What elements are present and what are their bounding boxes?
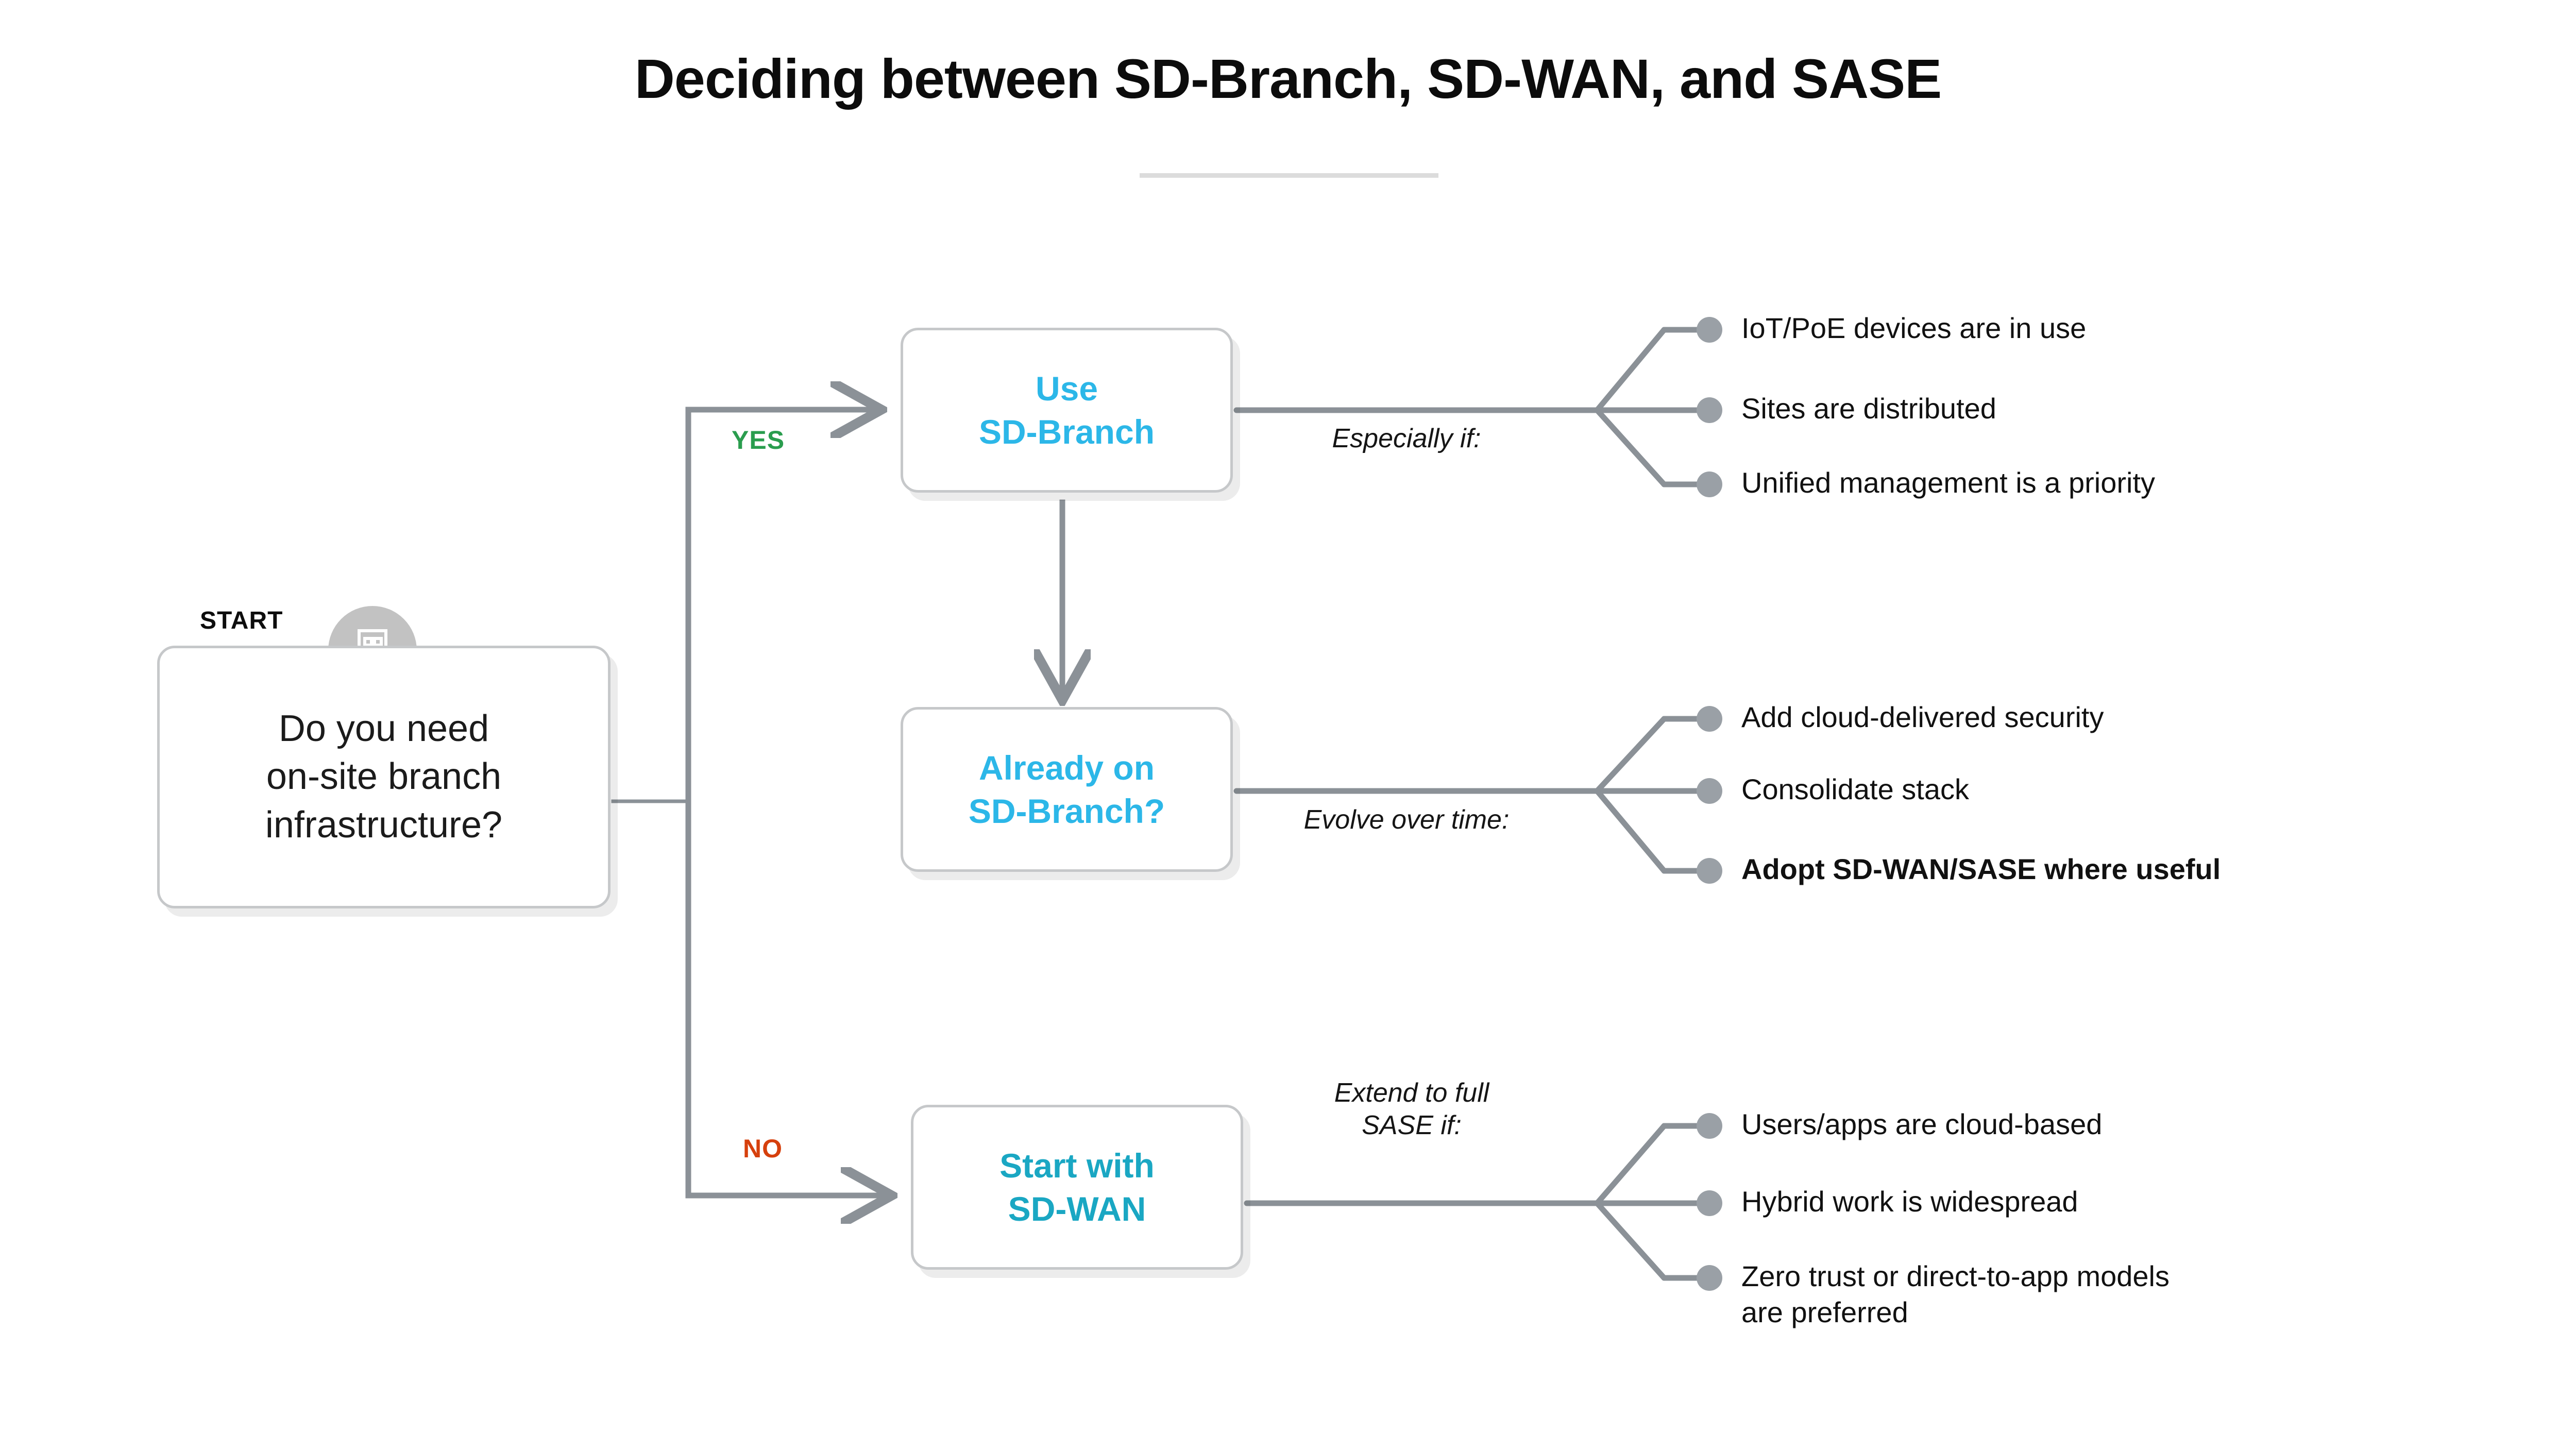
bullet-item: Zero trust or direct-to-app models are p… [1741, 1260, 2170, 1328]
edge-label-yes: YES [732, 426, 785, 454]
branch-label-extend-to-full-sase: Extend to full SASE if: [1334, 1078, 1489, 1141]
bullet-item: Add cloud-delivered security [1741, 701, 2104, 733]
bullet-item: Adopt SD-WAN/SASE where useful [1741, 853, 2221, 885]
start-node-label: Do you need on-site branch infrastructur… [265, 707, 503, 846]
node-use-sd-branch[interactable]: Use SD-Branch [901, 328, 1233, 493]
bullet-item: Sites are distributed [1741, 392, 1996, 425]
node-already-on-sd-branch-label: Already on SD-Branch? [968, 748, 1165, 830]
bullet-item: Users/apps are cloud-based [1741, 1108, 2103, 1140]
node-start-with-sd-wan-label: Start with SD-WAN [999, 1146, 1155, 1228]
bullet-dots-branch-1 [1697, 317, 1722, 497]
node-use-sd-branch-label: Use SD-Branch [978, 369, 1155, 451]
bullet-dots-branch-2 [1697, 706, 1722, 884]
start-caption: START [200, 607, 283, 634]
branch-label-evolve-over-time: Evolve over time: [1303, 805, 1510, 835]
bullet-dots-branch-3 [1697, 1113, 1722, 1291]
bullet-item: IoT/PoE devices are in use [1741, 312, 2087, 344]
start-node[interactable]: Do you need on-site branch infrastructur… [157, 646, 611, 908]
bullet-item: Hybrid work is widespread [1741, 1185, 2078, 1218]
page-title: Deciding between SD-Branch, SD-WAN, and … [634, 47, 1942, 110]
title-divider [1140, 173, 1438, 178]
node-already-on-sd-branch[interactable]: Already on SD-Branch? [901, 707, 1233, 872]
node-start-with-sd-wan[interactable]: Start with SD-WAN [911, 1105, 1243, 1270]
edge-label-no: NO [743, 1134, 783, 1163]
bullet-item: Consolidate stack [1741, 773, 1970, 805]
branch-label-especially-if: Especially if: [1332, 424, 1481, 453]
bullet-item: Unified management is a priority [1741, 466, 2156, 499]
